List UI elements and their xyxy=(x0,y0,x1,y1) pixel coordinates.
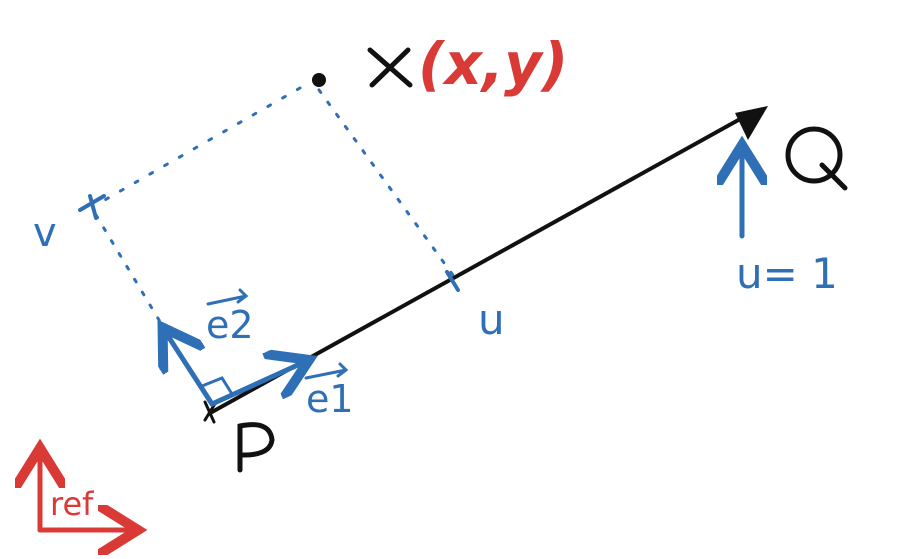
e1-label: e1 xyxy=(306,377,354,421)
right-angle-mark xyxy=(200,376,234,396)
e2-vector xyxy=(168,336,215,407)
dotted-v-axis xyxy=(94,213,167,332)
u-tick xyxy=(445,270,460,292)
v-axis-label: v xyxy=(33,210,57,256)
u-equals-one-label: u= 1 xyxy=(736,249,838,298)
e1-overarrow xyxy=(304,362,349,380)
dotted-line-x-to-v xyxy=(94,86,302,207)
e1-vector xyxy=(209,364,300,407)
point-q-label xyxy=(785,126,848,191)
point-x-mark xyxy=(367,47,413,88)
arrowhead-q xyxy=(735,106,768,140)
dotted-line-x-to-u xyxy=(317,88,457,280)
e2-label: e2 xyxy=(206,303,254,347)
point-x-dot xyxy=(312,73,326,87)
v-tick-2 xyxy=(88,194,98,220)
point-x-coords: (x,y) xyxy=(418,30,568,98)
u-axis-label: u xyxy=(478,295,505,344)
e2-overarrow xyxy=(206,288,249,306)
ref-label: ref xyxy=(50,485,94,523)
point-p-label xyxy=(237,422,275,473)
